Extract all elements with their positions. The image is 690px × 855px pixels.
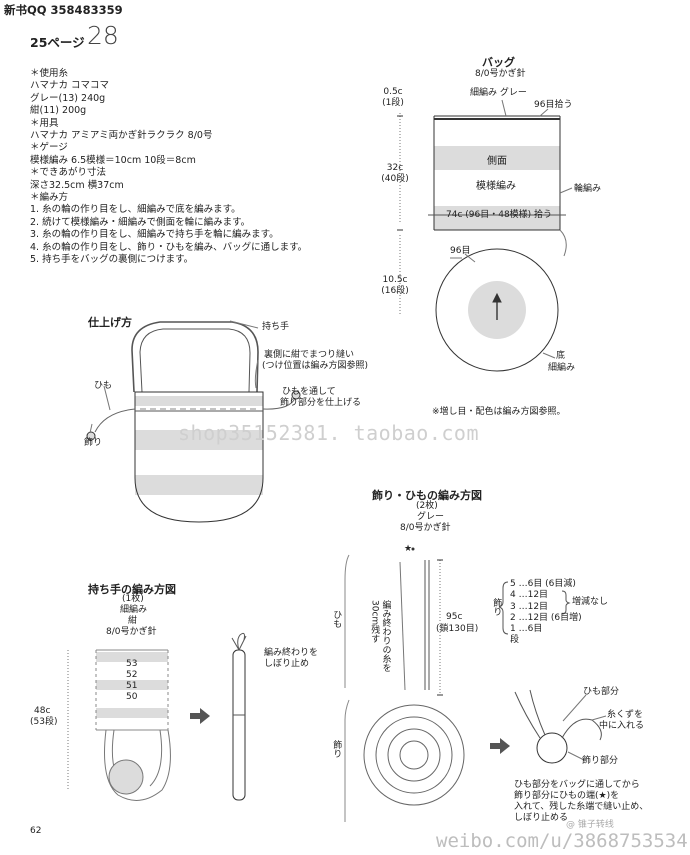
instruction-line: ＊用具 [30, 117, 59, 129]
ornament-rows-label: 飾り [491, 598, 502, 616]
ornament-ornament-label: 飾り [331, 740, 342, 758]
finish-handle: 持ち手 [262, 322, 290, 332]
ornament-part-orn: 飾り部分 [582, 756, 619, 766]
page-ref-number: 28 [87, 21, 119, 50]
instruction-line: 3. 糸の輪の作り目をし、細編みで持ち手を輪に編みます。 [30, 229, 279, 241]
instruction-line: ハマナカ コマコマ [30, 80, 110, 92]
handle-finish: 編み終わりを [264, 648, 319, 658]
instruction-line: 深さ32.5cm 横37cm [30, 179, 124, 191]
bag-top-count: 96目拾う [534, 100, 573, 110]
instruction-line: ＊使用糸 [30, 68, 69, 79]
bag-base-height: 10.5c [382, 275, 408, 285]
handle-length: 48c [34, 706, 51, 716]
handle-hook: 8/0号かぎ針 [106, 627, 157, 637]
ornament-chain-length: 95c [446, 612, 463, 622]
ornament-stuffing: 糸くずを [607, 710, 644, 720]
finish-sew-note: 裏側に紺でまつり縫い [264, 350, 355, 360]
finish-cord: ひも [94, 381, 113, 391]
instruction-line: 4. 糸の輪の作り目をし、飾り・ひもを編み、バッグに通します。 [30, 241, 308, 253]
finish-ornament: 飾り [84, 438, 103, 448]
bag-side-rows: (40段) [381, 174, 409, 184]
ornament-color: グレー [417, 512, 445, 522]
bag-title: バッグ [482, 56, 515, 69]
bag-hook: 8/0号かぎ針 [475, 69, 526, 79]
row-entry: 段 [510, 635, 520, 646]
page-number: 62 [30, 826, 42, 836]
ornament-cord-diagram [344, 547, 607, 822]
finish-cord-note-2: 飾り部分を仕上げる [280, 398, 362, 408]
handle-color: 紺 [128, 616, 138, 626]
ornament-cord-label: ひも [331, 610, 342, 628]
row-entry: 5 …6目 (6目減) [510, 579, 576, 589]
bag-side-label: 側面 [487, 156, 507, 167]
ornament-chain-note: 編み終わりの糸を30cm残す [369, 600, 391, 672]
bag-body-diagram [397, 99, 573, 372]
shop-watermark: shop35152381. taobao.com [178, 421, 479, 445]
finish-sew-note-2: (つけ位置は編み方図参照) [262, 361, 369, 371]
ornament-title: 飾り・ひもの編み方図 [372, 489, 482, 502]
instruction-line: 5. 持ち手をバッグの裏側につけます。 [30, 254, 194, 266]
ornament-finish-3: 入れて、残した糸端で縫い止め、 [514, 802, 649, 812]
instruction-line: グレー(13) 240g [30, 92, 106, 104]
ornament-finish-1: ひも部分をバッグに通してから [514, 780, 640, 790]
finish-cord-note: ひもを通して [282, 387, 336, 397]
weibo-watermark: weibo.com/u/3868753534 [436, 830, 688, 852]
bag-base-rows: (16段) [381, 286, 409, 296]
bag-pattern-label: 模様編み [476, 181, 516, 192]
instruction-line: ＊ゲージ [30, 142, 68, 154]
handle-row-label: 53 [126, 659, 138, 669]
weibo-handle: @ 锥子转线 [566, 820, 614, 830]
row-entry: 2 …12目 (6目増) [510, 612, 582, 623]
instruction-line: ハマナカ アミアミ両かぎ針ラクラク 8/0号 [30, 130, 213, 142]
ornament-chain-count: (鎖130目) [436, 624, 479, 634]
handle-row-label: 50 [126, 692, 138, 702]
ornament-rows-note: 増減なし [572, 597, 609, 607]
bag-note: ※増し目・配色は編み方図参照。 [432, 407, 566, 417]
ornament-hook: 8/0号かぎ針 [400, 523, 451, 533]
handle-rows: (53段) [30, 717, 58, 727]
finish-title: 仕上げ方 [88, 316, 132, 329]
bag-top-rows-sub: (1段) [382, 98, 404, 108]
bag-top-rows: 0.5c [383, 87, 403, 97]
handle-row-label: 51 [126, 681, 138, 691]
finished-bag-diagram [86, 320, 301, 523]
materials-and-method: ＊使用糸 ハマナカ コマコマ グレー(13) 240g 紺(11) 200g ＊… [30, 68, 307, 267]
bag-top-edge: 細編み グレー [470, 88, 527, 98]
bag-base-count: 96目 [450, 246, 471, 256]
bag-side-height: 32c [386, 163, 404, 173]
ornament-rows: 5 …6目 (6目減) 4 …12目 3 …12目 2 …12目 (6目増) 1… [510, 579, 582, 647]
handle-finish-2: しぼり止め [264, 659, 310, 669]
ornament-stuffing-2: 中に入れる [599, 721, 645, 731]
handle-stitch: 細編み [120, 605, 148, 615]
handle-chart-diagram [67, 632, 247, 801]
row-entry: 4 …12目 [510, 590, 549, 601]
instruction-line: 2. 続けて模様編み・細編みで側面を輪に編みます。 [30, 216, 251, 228]
ornament-finish-2: 飾り部分にひもの端(★)を [514, 791, 620, 801]
row-entry: 3 …12目 [510, 601, 549, 612]
handle-title: 持ち手の編み方図 [88, 583, 176, 596]
ornament-finish-4: しぼり止める [514, 813, 569, 823]
instruction-line: 1. 糸の輪の作り目をし、細編みで底を編みます。 [30, 204, 241, 216]
bag-bottom-count: 74c (96目・48模様) 拾う [446, 210, 553, 220]
instruction-line: ＊編み方 [30, 192, 69, 204]
instruction-line: 模様編み 6.5模様＝10cm 10段＝8cm [30, 154, 196, 166]
bag-base-stitch: 細編み [548, 363, 576, 373]
ornament-qty: (2枚) [416, 501, 438, 511]
bag-base-label: 底 [556, 351, 566, 361]
handle-row-label: 52 [126, 670, 138, 680]
page-ref-label: 25ページ [30, 35, 85, 50]
instruction-line: 紺(11) 200g [30, 105, 87, 117]
header-id: 新书QQ 358483359 [4, 3, 123, 17]
instruction-line: ＊できあがり寸法 [30, 167, 107, 179]
ornament-part-cord: ひも部分 [583, 687, 620, 697]
handle-qty: (1枚) [122, 594, 144, 604]
bag-ring-label: 輪編み [574, 184, 602, 194]
row-entry: 1 …6目 [510, 624, 543, 634]
ornament-star: ★ [404, 544, 413, 554]
